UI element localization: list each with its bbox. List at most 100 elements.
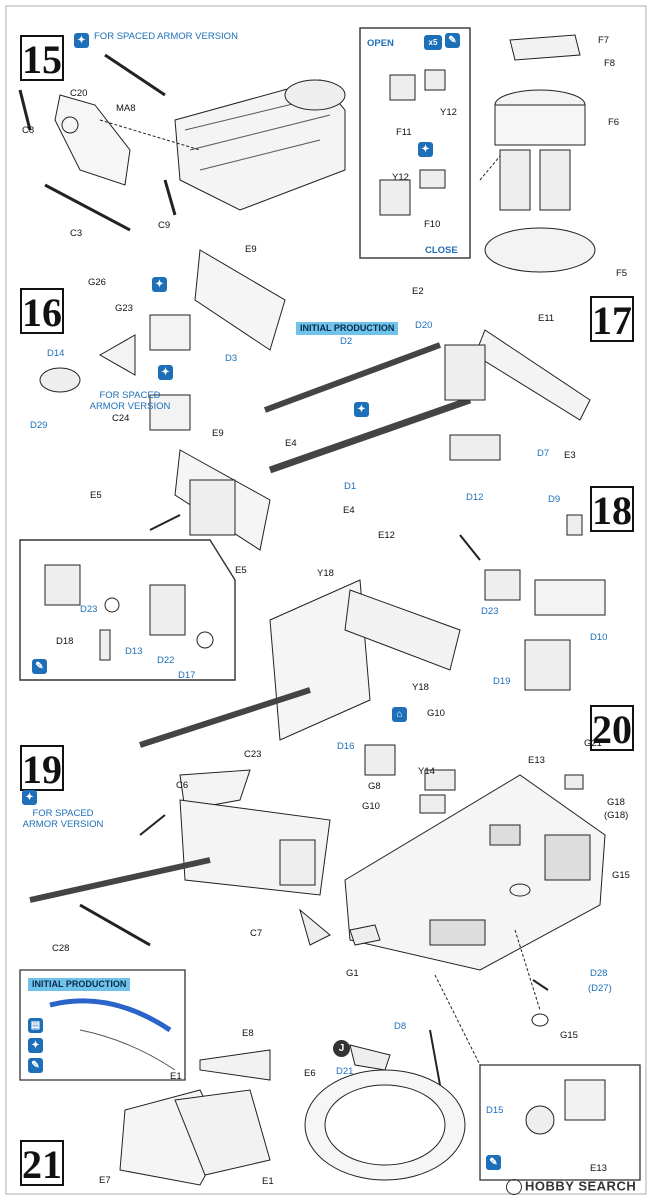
part-label: D2 bbox=[340, 336, 353, 347]
part-label: E5 bbox=[235, 565, 247, 576]
part-label: F10 bbox=[424, 219, 441, 230]
part-label: C23 bbox=[244, 749, 262, 760]
watermark-logo-icon bbox=[506, 1179, 522, 1195]
part-label: E13 bbox=[590, 1163, 607, 1174]
close-label: CLOSE bbox=[425, 245, 458, 256]
part-label: C8 bbox=[22, 125, 35, 136]
part-label: E6 bbox=[304, 1068, 316, 1079]
part-label: C3 bbox=[70, 228, 83, 239]
step-19-number: 19 bbox=[20, 745, 64, 792]
part-label: F7 bbox=[598, 35, 610, 46]
part-label: E12 bbox=[378, 530, 395, 541]
paint-brush-icon: ✎ bbox=[445, 33, 460, 48]
part-label: D19 bbox=[493, 676, 511, 687]
part-label: D3 bbox=[225, 353, 238, 364]
paint-brush-icon: ✎ bbox=[32, 659, 47, 674]
part-label: D23 bbox=[481, 606, 499, 617]
cement-icon: ⌂ bbox=[392, 707, 407, 722]
initial-production-banner-17: INITIAL PRODUCTION bbox=[296, 322, 399, 335]
part-label: D22 bbox=[157, 655, 175, 666]
part-label: Y12 bbox=[440, 107, 457, 118]
gear-icon: ✦ bbox=[354, 402, 369, 417]
part-label: G15 bbox=[612, 870, 630, 881]
part-label: E9 bbox=[212, 428, 224, 439]
gear-icon: ✦ bbox=[74, 33, 89, 48]
step-15-number: 15 bbox=[20, 35, 64, 82]
step-18-number: 18 bbox=[590, 486, 634, 533]
part-label: D29 bbox=[30, 420, 48, 431]
letter-j-marker-icon: J bbox=[333, 1040, 350, 1057]
part-label: D28 bbox=[590, 968, 608, 979]
part-label: E4 bbox=[343, 505, 355, 516]
part-label: E1 bbox=[170, 1071, 182, 1082]
part-label: E4 bbox=[285, 438, 297, 449]
part-label: F5 bbox=[616, 268, 628, 279]
part-label: F8 bbox=[604, 58, 616, 69]
decal-icon: ▤ bbox=[28, 1018, 43, 1033]
part-label: G15 bbox=[560, 1030, 578, 1041]
part-label: F6 bbox=[608, 117, 620, 128]
part-label: G8 bbox=[368, 781, 381, 792]
part-label: G21 bbox=[584, 738, 602, 749]
part-label: D17 bbox=[178, 670, 196, 681]
part-label: D18 bbox=[56, 636, 74, 647]
part-label: Y12 bbox=[392, 172, 409, 183]
part-label: E2 bbox=[412, 286, 424, 297]
part-label: D7 bbox=[537, 448, 550, 459]
part-label: D21 bbox=[336, 1066, 354, 1077]
spaced-armor-note-19: FOR SPACED ARMOR VERSION bbox=[22, 808, 104, 830]
step-21-number: 21 bbox=[20, 1140, 64, 1187]
part-label: D14 bbox=[47, 348, 65, 359]
part-label: F11 bbox=[396, 127, 412, 138]
part-label: E1 bbox=[262, 1176, 274, 1187]
step-17-number: 17 bbox=[590, 296, 634, 343]
part-label: D1 bbox=[344, 481, 357, 492]
spaced-armor-note-15: FOR SPACED ARMOR VERSION bbox=[94, 31, 238, 42]
part-label: Y18 bbox=[412, 682, 429, 693]
gear-icon: ✦ bbox=[418, 142, 433, 157]
part-label: Y18 bbox=[317, 568, 334, 579]
paint-brush-icon: ✎ bbox=[28, 1058, 43, 1073]
part-label: D12 bbox=[466, 492, 484, 503]
part-label: D16 bbox=[337, 741, 355, 752]
part-label: G18 bbox=[607, 797, 625, 808]
part-label: G10 bbox=[427, 708, 445, 719]
part-label: C20 bbox=[70, 88, 88, 99]
open-label: OPEN bbox=[367, 38, 394, 49]
gear-icon: ✦ bbox=[152, 277, 167, 292]
part-label: Y14 bbox=[418, 766, 435, 777]
part-label: E9 bbox=[245, 244, 257, 255]
part-label: C28 bbox=[52, 943, 70, 954]
part-label: C7 bbox=[250, 928, 263, 939]
part-label: E11 bbox=[538, 313, 555, 324]
part-label: D10 bbox=[590, 632, 608, 643]
part-label: G26 bbox=[88, 277, 106, 288]
part-label: MA8 bbox=[116, 103, 136, 114]
step-16-number: 16 bbox=[20, 288, 64, 335]
part-label: C24 bbox=[112, 413, 130, 424]
part-label: E5 bbox=[90, 490, 102, 501]
part-label: D8 bbox=[394, 1021, 407, 1032]
part-label: E3 bbox=[564, 450, 576, 461]
watermark-text: HOBBY SEARCH bbox=[525, 1178, 637, 1194]
quantity-x5-icon: x5 bbox=[424, 35, 442, 50]
part-label: C9 bbox=[158, 220, 171, 231]
part-label: D23 bbox=[80, 604, 98, 615]
part-label: D13 bbox=[125, 646, 143, 657]
part-label: D15 bbox=[486, 1105, 504, 1116]
part-label: G23 bbox=[115, 303, 133, 314]
part-label: (G18) bbox=[604, 810, 629, 821]
gear-icon: ✦ bbox=[28, 1038, 43, 1053]
part-label: D20 bbox=[415, 320, 433, 331]
part-label: E13 bbox=[528, 755, 545, 766]
gear-icon: ✦ bbox=[22, 790, 37, 805]
part-label: E8 bbox=[242, 1028, 254, 1039]
part-label: G1 bbox=[346, 968, 359, 979]
part-label: E7 bbox=[99, 1175, 111, 1186]
gear-icon: ✦ bbox=[158, 365, 173, 380]
part-label: C6 bbox=[176, 780, 189, 791]
watermark: HOBBY SEARCH bbox=[506, 1179, 636, 1195]
part-label: (D27) bbox=[588, 983, 612, 994]
step-20-number: 20 bbox=[590, 705, 634, 752]
